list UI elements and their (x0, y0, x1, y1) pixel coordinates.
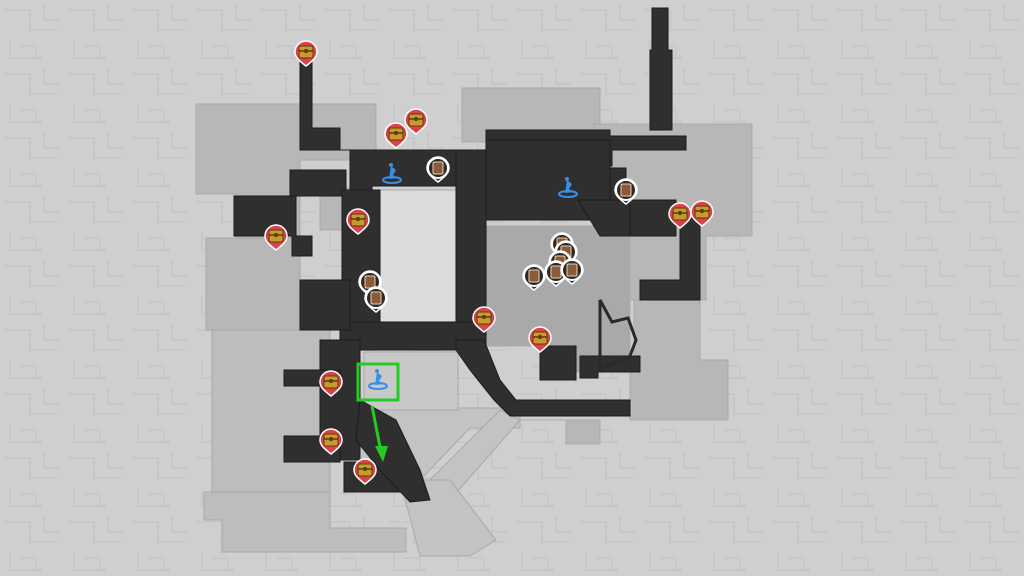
treasure-chest-icon[interactable] (346, 208, 370, 235)
readable-book-icon[interactable] (560, 258, 584, 285)
space-anchor-icon[interactable] (368, 369, 388, 390)
readable-book-icon[interactable] (522, 264, 546, 291)
space-anchor-icon[interactable] (558, 177, 578, 198)
treasure-chest-icon[interactable] (319, 428, 343, 455)
treasure-chest-icon[interactable] (690, 200, 714, 227)
readable-book-icon[interactable] (426, 156, 450, 183)
readable-book-icon[interactable] (614, 178, 638, 205)
treasure-chest-icon[interactable] (294, 40, 318, 67)
readable-book-icon[interactable] (364, 286, 388, 313)
space-anchor-icon[interactable] (382, 163, 402, 184)
treasure-chest-icon[interactable] (384, 122, 408, 149)
treasure-chest-icon[interactable] (264, 224, 288, 251)
treasure-chest-icon[interactable] (528, 326, 552, 353)
guide-arrow-icon (370, 405, 388, 462)
structure-outline (598, 299, 638, 373)
treasure-chest-icon[interactable] (472, 306, 496, 333)
highlight-box (356, 362, 400, 402)
treasure-chest-icon[interactable] (668, 202, 692, 229)
treasure-chest-icon[interactable] (404, 108, 428, 135)
treasure-chest-icon[interactable] (319, 370, 343, 397)
treasure-chest-icon[interactable] (353, 458, 377, 485)
